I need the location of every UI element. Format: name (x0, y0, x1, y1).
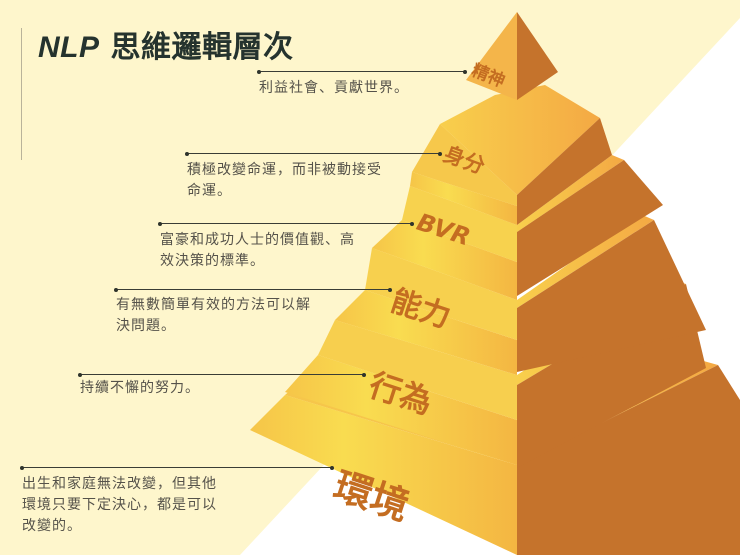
leader-line-bvr (158, 221, 414, 226)
description-spirit: 利益社會、貢獻世界。 (259, 80, 409, 96)
leader-line-capability (114, 287, 392, 292)
leader-line-behavior (78, 372, 366, 377)
description-environment: 出生和家庭無法改變，但其他 環境只要下定決心，都是可以 改變的。 (22, 476, 217, 534)
title-accent-line (21, 28, 22, 160)
description-behavior: 持續不懈的努力。 (80, 380, 200, 396)
leader-line-identity (185, 151, 442, 156)
leader-line-environment (20, 465, 334, 470)
pyramid-tier-identity (410, 85, 612, 225)
pyramid-tier-bvr (372, 155, 663, 300)
pyramid-tier-spirit (466, 12, 558, 100)
page-title: NLP 思維邏輯層次 (38, 30, 294, 65)
leader-line-spirit (257, 69, 467, 74)
description-identity: 積極改變命運，而非被動接受 命運。 (187, 162, 382, 199)
pyramid-tier-capability (335, 214, 706, 375)
description-bvr: 富豪和成功人士的價值觀、高 效決策的標準。 (160, 232, 355, 269)
description-capability: 有無數簡單有效的方法可以解 決問題。 (116, 297, 311, 334)
